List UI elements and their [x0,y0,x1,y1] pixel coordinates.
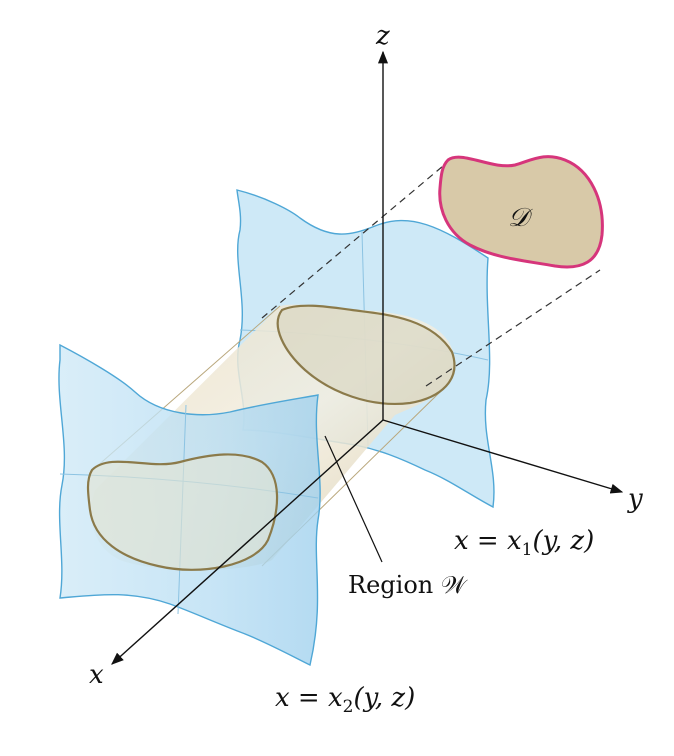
region-label-leader [324,435,383,563]
x-axis [111,419,384,665]
z-axis-label: z [375,21,390,51]
surface-front-label: x = x2(y, z) [275,683,415,717]
y-axis-label: y [627,484,643,514]
projection-line-bottom [425,269,601,387]
y-axis [382,419,624,494]
back-cross-section [276,304,456,405]
x-axis-label: x [89,660,104,690]
projection-line-top [261,165,444,319]
region-label: Region 𝒲 [348,571,468,599]
projection-region-d [438,155,604,269]
surface-back-label: x = x1(y, z) [454,526,594,560]
front-cross-section [86,453,279,571]
